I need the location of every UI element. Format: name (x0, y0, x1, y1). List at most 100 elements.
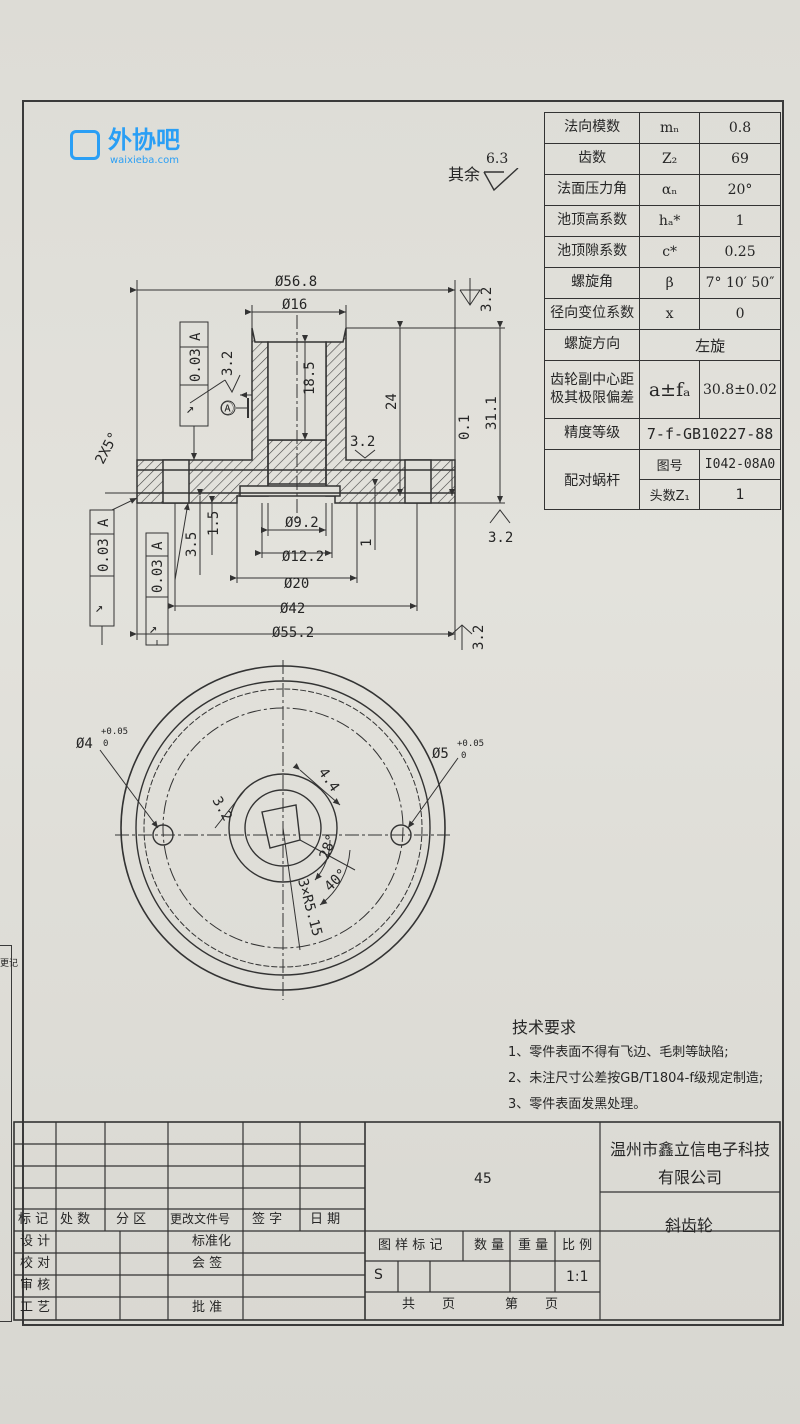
part-name: 斜齿轮 (665, 1216, 714, 1235)
param-name: 径向变位系数 (543, 298, 641, 330)
param-symbol: c* (639, 236, 701, 268)
dimension-texts: Ø56.8 Ø16 18.5 24 0.1 31.1 Ø9.2 Ø12.2 Ø2… (92, 274, 513, 650)
param-symbol: αₙ (639, 174, 701, 206)
plan-view (99, 660, 459, 1000)
tb-scale: 1:1 (566, 1269, 589, 1285)
watermark-url: waixieba.com (110, 155, 179, 166)
fcf-top-value: 0.03 (188, 348, 204, 382)
surface-note-label: 其余 (448, 165, 481, 184)
tb-attr: 重 量 (518, 1238, 549, 1253)
tb-attr: 比 例 (562, 1238, 593, 1253)
param-symbol: hₐ* (639, 205, 701, 237)
tb-sheet: 页 (545, 1297, 559, 1312)
param-name: 螺旋角 (543, 267, 641, 299)
dim-d20: Ø20 (284, 576, 309, 592)
dim-d92: Ø9.2 (285, 515, 319, 531)
runout-icon-top: ↗ (186, 401, 194, 417)
param-value: 20° (699, 174, 781, 206)
tb-role2: 批 准 (192, 1300, 223, 1315)
worm-name: 配对蜗杆 (543, 449, 641, 510)
tech-title: 技术要求 (512, 1018, 577, 1037)
dim-d122: Ø12.2 (282, 549, 324, 565)
dim-d16: Ø16 (282, 297, 307, 313)
hole5-tol-up: +0.05 (457, 739, 484, 749)
dim-r32-face: 3.2 (350, 434, 375, 450)
datum-mark: Ⓐ (221, 402, 234, 417)
tb-sheet: 共 (402, 1297, 416, 1312)
param-value: 7° 10′ 50″ (699, 267, 781, 299)
hole5-tol-dn: 0 (461, 751, 466, 761)
hole5-label: Ø5 (432, 746, 449, 762)
tb-attr: 图 样 标 记 (378, 1238, 443, 1253)
tb-sheet: 页 (442, 1297, 456, 1312)
dim-h01: 0.1 (457, 415, 473, 440)
tb-hdr: 分 区 (116, 1212, 147, 1227)
dim-d552: Ø55.2 (272, 625, 314, 641)
hole4-tol-up: +0.05 (101, 727, 128, 737)
tech-item: 3、零件表面发黑处理。 (508, 1097, 647, 1112)
surface-note-value: 6.3 (486, 151, 509, 167)
param-value: 1 (699, 205, 781, 237)
param-value: 7-f-GB10227-88 (639, 418, 781, 450)
tech-item: 2、未注尺寸公差按GB/T1804-f级规定制造; (508, 1071, 764, 1086)
company-name: 温州市鑫立信电子科技 有限公司 (609, 1140, 770, 1187)
param-symbol: a±fₐ (639, 360, 701, 419)
drawing-frame (22, 100, 784, 1326)
tb-role2: 标准化 (192, 1234, 232, 1249)
left-binding-strip (0, 945, 12, 1322)
dim-r32-hub: 3.2 (220, 351, 236, 376)
param-symbol: mₙ (639, 112, 701, 144)
param-name: 齿数 (543, 143, 641, 175)
dim-h24: 24 (384, 393, 400, 410)
fcf-left-datum: A (96, 518, 112, 527)
bottom-recess (239, 485, 341, 497)
engineering-drawing: Ø56.8 Ø16 18.5 24 0.1 31.1 Ø9.2 Ø12.2 Ø2… (76, 274, 513, 1000)
tb-hdr: 签 字 (252, 1212, 283, 1227)
tb-stage: S (374, 1267, 383, 1283)
fcf-left-value: 0.03 (96, 538, 112, 572)
dim-r32-right: 3.2 (471, 625, 487, 650)
flange-hole-left (162, 459, 190, 504)
flange-hole-right (404, 459, 432, 504)
dim-h311: 31.1 (484, 396, 500, 430)
tb-role2: 会 签 (192, 1256, 223, 1271)
worm-value: 1 (699, 479, 781, 510)
dim-r32-top: 3.2 (479, 287, 495, 312)
tb-hdr: 处 数 (60, 1212, 91, 1227)
tb-hdr: 更改文件号 (170, 1212, 231, 1226)
fcf-mid-value: 0.03 (150, 559, 166, 593)
tb-sheet: 第 (505, 1297, 519, 1312)
dim-h1: 1 (359, 539, 375, 547)
param-value: 30.8±0.02 (699, 360, 781, 419)
dim-r32-bottom: 3.2 (488, 530, 513, 546)
dim-d42: Ø42 (280, 601, 305, 617)
worm-label: 头数Z₁ (639, 479, 701, 510)
param-name: 精度等级 (543, 418, 641, 450)
tb-role: 设 计 (20, 1234, 51, 1249)
param-symbol: Z₂ (639, 143, 701, 175)
tech-item: 1、零件表面不得有飞边、毛刺等缺陷; (508, 1045, 729, 1060)
drawing-number: 45 (474, 1171, 492, 1187)
dim-h35: 3.5 (184, 532, 200, 557)
watermark-brand: 外协吧 (108, 126, 180, 154)
param-name: 池顶高系数 (543, 205, 641, 237)
tb-hdr: 日 期 (310, 1212, 341, 1227)
fcf-mid-datum: A (150, 541, 166, 550)
tb-hdr: 标 记 (18, 1212, 49, 1227)
tb-role: 审 核 (20, 1278, 51, 1293)
dim-h15: 1.5 (206, 511, 222, 536)
tb-role: 校 对 (20, 1256, 51, 1271)
param-value: 69 (699, 143, 781, 175)
hole4-label: Ø4 (76, 736, 93, 752)
